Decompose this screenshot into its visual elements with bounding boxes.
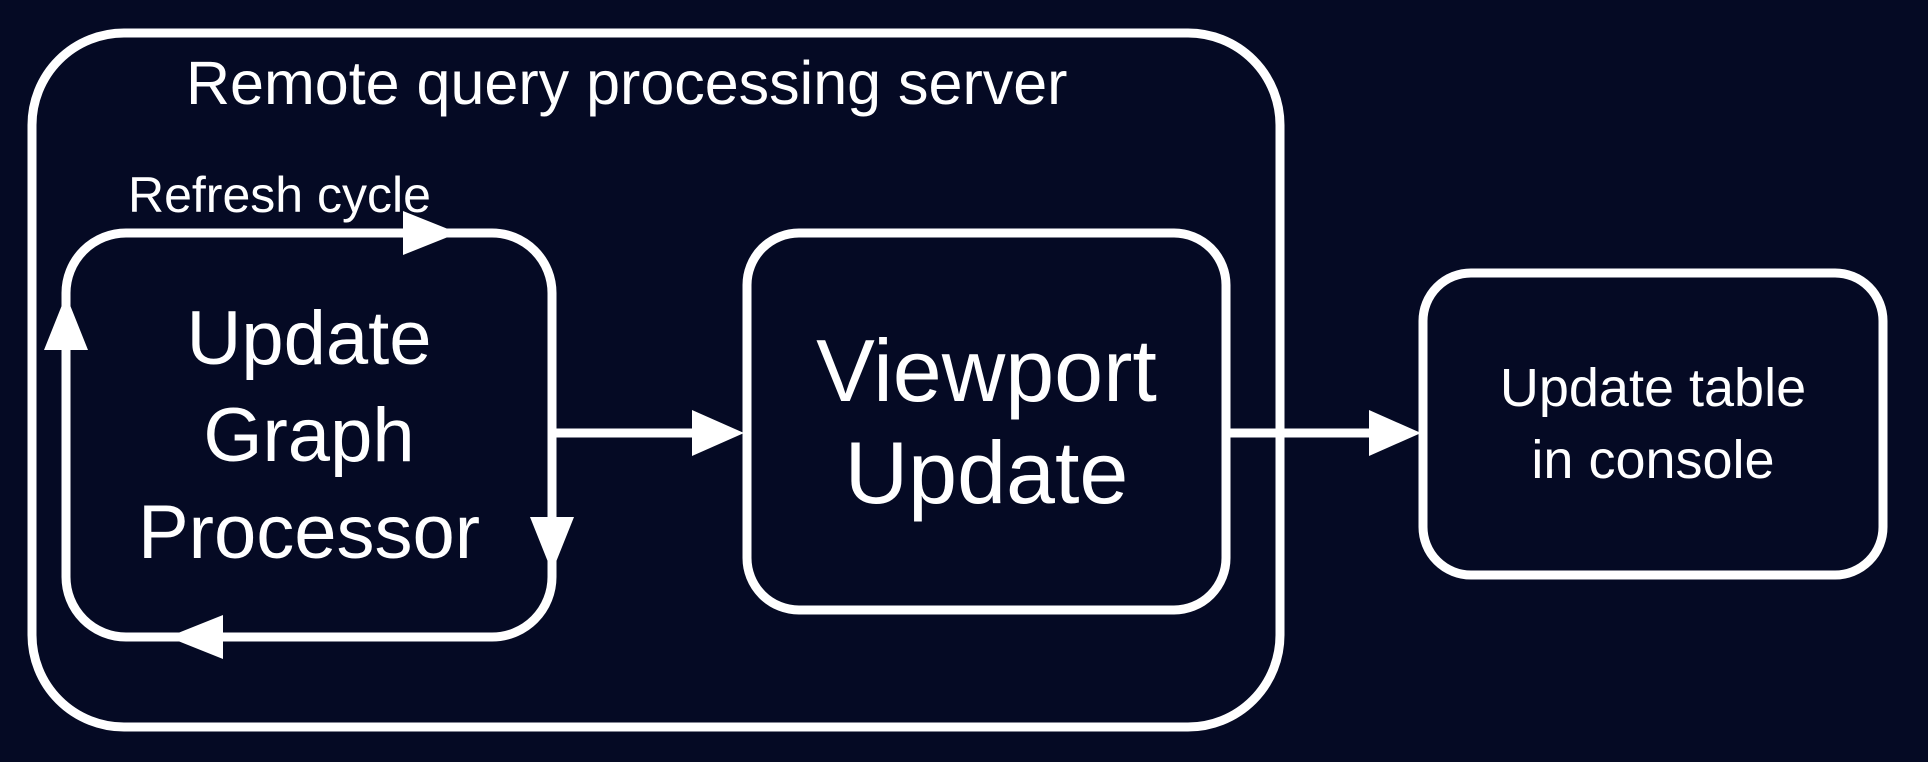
edge-ugp-to-viewport — [552, 410, 744, 456]
node-update-table-in-console: Update table in console — [1499, 358, 1807, 490]
node-viewport-update: Viewport Update — [816, 320, 1157, 522]
server-container-title: Remote query processing server — [186, 49, 1068, 117]
refresh-cycle-arrowhead-left — [168, 615, 223, 659]
refresh-cycle-label: Refresh cycle — [128, 167, 431, 223]
refresh-cycle-arrowhead-down — [530, 517, 574, 572]
refresh-cycle-arrowhead-right — [403, 211, 458, 255]
server-container-border — [27, 28, 1285, 732]
edge-viewport-to-console — [1226, 410, 1421, 456]
update-table-node-border — [1418, 268, 1888, 580]
viewport-update-node-border — [742, 228, 1231, 615]
node-update-graph-processor: Update Graph Processor — [137, 295, 481, 575]
refresh-cycle-arrowhead-up — [44, 295, 88, 350]
